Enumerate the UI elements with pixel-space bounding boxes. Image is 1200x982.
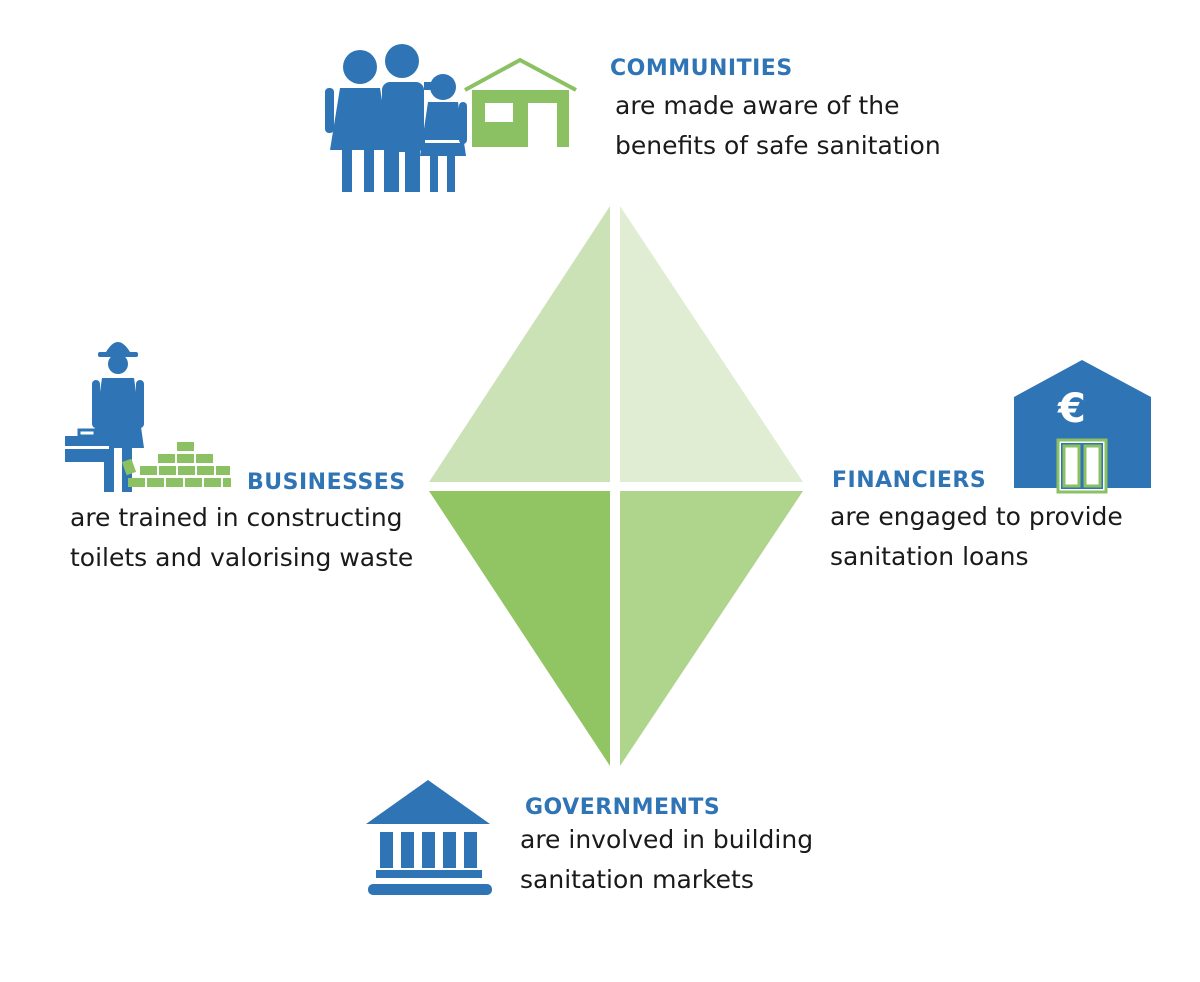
- communities-line-2: benefits of safe sanitation: [615, 131, 941, 160]
- communities-heading: COMMUNITIES: [610, 56, 793, 81]
- businesses-description: are trained in constructing toilets and …: [70, 498, 413, 578]
- euro-bank-icon: [1014, 360, 1151, 494]
- governments-heading: GOVERNMENTS: [525, 795, 721, 820]
- family-house-icon: [325, 44, 577, 192]
- communities-description: are made aware of the benefits of safe s…: [615, 86, 941, 166]
- government-building-icon: [366, 780, 492, 895]
- businesses-heading: BUSINESSES: [247, 470, 406, 495]
- businesses-line-2: toilets and valorising waste: [70, 543, 414, 572]
- financiers-description: are engaged to provide sanitation loans: [830, 497, 1123, 577]
- diamond-top-left: [429, 206, 610, 482]
- euro-symbol: €: [1058, 386, 1086, 432]
- financiers-heading: FINANCIERS: [832, 468, 987, 493]
- financiers-line-1: are engaged to provide: [830, 502, 1123, 531]
- worker-bricks-icon: [65, 342, 231, 492]
- governments-line-2: sanitation markets: [520, 865, 754, 894]
- governments-description: are involved in building sanitation mark…: [520, 820, 813, 900]
- communities-line-1: are made aware of the: [615, 91, 900, 120]
- financiers-line-2: sanitation loans: [830, 542, 1029, 571]
- diamond-bottom-right: [620, 491, 803, 766]
- businesses-line-1: are trained in constructing: [70, 503, 403, 532]
- diamond-bottom-left: [429, 491, 610, 766]
- governments-line-1: are involved in building: [520, 825, 814, 854]
- diamond-top-right: [620, 206, 803, 482]
